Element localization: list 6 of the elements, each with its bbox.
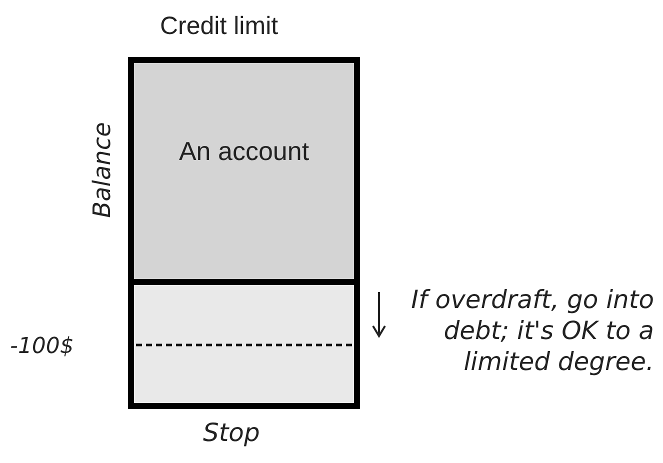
account-title: An account xyxy=(178,134,310,168)
credit-limit-label: Credit limit xyxy=(160,11,278,42)
amount-label: -100$ xyxy=(10,333,74,361)
balance-label: Balance xyxy=(87,121,117,220)
stop-label: Stop xyxy=(203,417,260,449)
overdraft-note: If overdraft, go into debt; it's OK to a limited degree. xyxy=(410,284,654,377)
